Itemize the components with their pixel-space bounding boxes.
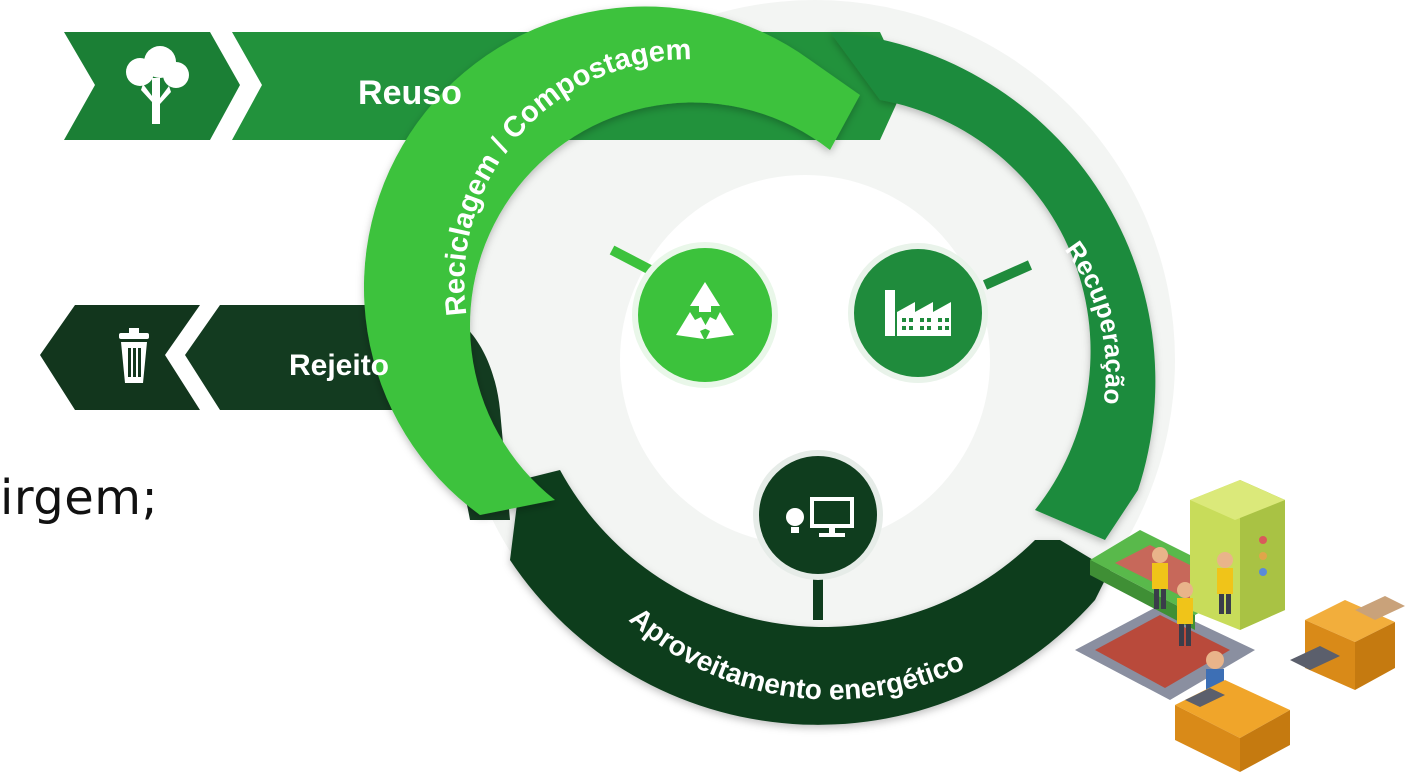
recycle-icon — [632, 242, 778, 388]
waste-label: Rejeito — [289, 349, 389, 382]
bulb-monitor-icon — [753, 450, 883, 580]
recovery-arc — [830, 32, 1156, 540]
cropped-text-fragment: irgem; — [0, 470, 159, 526]
factory-icon — [848, 243, 988, 383]
recovery-connector — [982, 260, 1033, 290]
recycling-facility-illustration — [1075, 480, 1405, 772]
reuse-label: Reuso — [358, 74, 462, 112]
energy-arc — [510, 470, 1110, 725]
tree-icon — [126, 46, 189, 124]
recycling-arc — [363, 6, 860, 515]
